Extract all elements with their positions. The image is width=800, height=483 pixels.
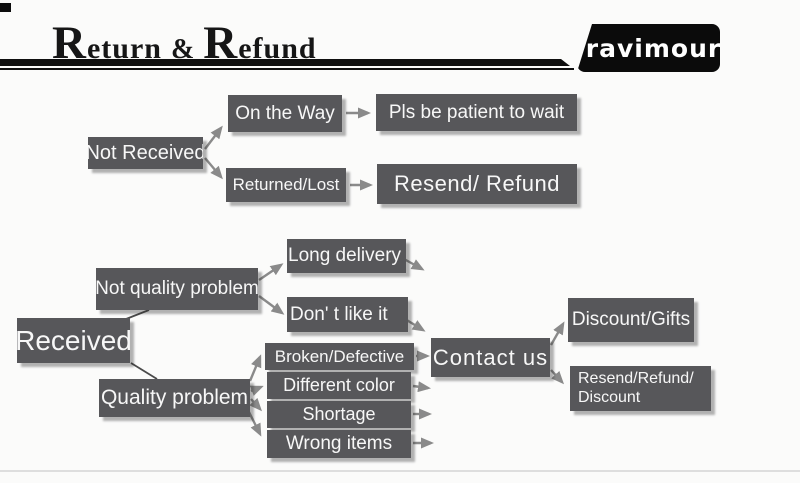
node-resend-refund-discount-line1: Resend/Refund/ xyxy=(578,370,694,388)
header-rule-thick xyxy=(0,59,570,66)
header-rule-thin xyxy=(0,68,574,70)
node-quality-problem: Quality problem xyxy=(99,379,250,417)
node-contact-us: Contact us xyxy=(431,338,550,377)
node-broken-defective: Broken/Defective xyxy=(265,343,414,370)
node-returned-lost: Returned/Lost xyxy=(226,168,346,202)
node-dont-like-it: Don' t like it xyxy=(287,297,408,332)
node-received: Received xyxy=(17,318,130,363)
brand-logo: ravimour xyxy=(577,24,720,72)
node-resend-refund-discount-line2: Discount xyxy=(578,388,641,406)
node-resend-refund-discount: Resend/Refund/ Discount xyxy=(570,366,711,411)
bottom-divider xyxy=(0,470,800,472)
node-pls-be-patient: Pls be patient to wait xyxy=(376,94,577,131)
node-not-received: Not Received xyxy=(88,137,203,169)
corner-mark xyxy=(0,3,11,12)
node-resend-refund: Resend/ Refund xyxy=(377,164,577,204)
node-wrong-items: Wrong items xyxy=(267,430,411,458)
node-shortage: Shortage xyxy=(267,401,411,428)
title-ampersand: & xyxy=(170,34,195,65)
node-long-delivery: Long delivery xyxy=(287,239,406,273)
node-not-quality-problem: Not quality problem xyxy=(96,268,258,310)
brand-logo-text: ravimour xyxy=(585,33,722,63)
node-on-the-way: On the Way xyxy=(228,95,342,132)
node-discount-gifts: Discount/Gifts xyxy=(568,298,694,342)
node-different-color: Different color xyxy=(267,372,411,399)
